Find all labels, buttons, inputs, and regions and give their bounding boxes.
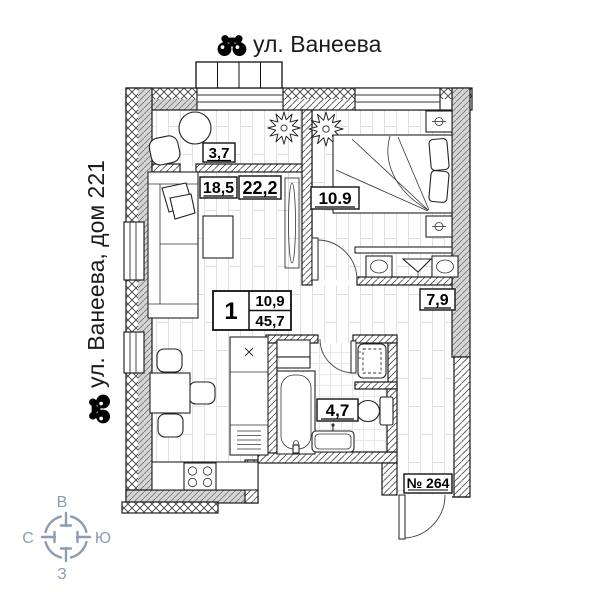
pillow [428, 138, 450, 171]
fridge [237, 430, 261, 450]
loggia-partition-left [151, 163, 181, 173]
living-window [123, 221, 145, 281]
compass-west-label: З [57, 566, 67, 583]
hallway-area-label: 7,9 [419, 288, 456, 311]
pillow [428, 170, 450, 203]
entry-left-wall [381, 462, 398, 496]
svg-text:22,2: 22,2 [242, 178, 277, 198]
chair [157, 413, 184, 438]
bottom-wall-kitchen [125, 489, 259, 504]
coffee-table [202, 215, 234, 259]
living-zone-area-label: 18,5 [199, 176, 238, 199]
furniture-bathroom [276, 339, 394, 455]
left-wall-insulation [126, 88, 138, 512]
wardrobe [284, 177, 300, 269]
bottom-wall-insulation [121, 501, 219, 514]
compass-tick-right [75, 530, 92, 544]
dressing-table [354, 246, 459, 278]
stove [183, 462, 217, 491]
kitchen-counter [151, 336, 269, 491]
binoculars-icon [89, 394, 110, 424]
svg-text:7,9: 7,9 [426, 292, 448, 309]
toilet [355, 396, 394, 426]
svg-text:10.9: 10.9 [318, 189, 351, 208]
rooms-count: 1 [224, 298, 237, 325]
compass-east-label: В [57, 494, 68, 511]
entrance-door [398, 494, 446, 540]
bedroom-hall-wall [356, 276, 453, 286]
doors [311, 237, 446, 540]
kitchen-window [123, 331, 145, 374]
side-street-label: ул. Ванеева, дом 221 [83, 160, 110, 424]
top-wall-left [126, 99, 197, 110]
sofa [147, 171, 199, 319]
svg-text:№ 264: № 264 [407, 475, 450, 491]
chair [156, 348, 183, 373]
compass-tick-bottom [59, 546, 73, 563]
loggia-window [196, 87, 284, 111]
top-street-label: ул. Ванеева [217, 31, 382, 57]
mirror-icon [401, 258, 433, 273]
unit-info-card: 1 10,9 45,7 [212, 290, 292, 331]
bedroom-window [354, 87, 441, 111]
bathroom-area-label: 4,7 [316, 398, 359, 422]
armchair [148, 135, 181, 166]
loggia-area-label: 3,7 [202, 142, 236, 163]
bathroom-door [319, 338, 357, 374]
dining-table-set [149, 348, 216, 438]
compass-north-label: С [22, 530, 34, 547]
bathtub [276, 370, 316, 455]
nightstand [425, 215, 453, 238]
compass-south-label: Ю [95, 530, 111, 547]
laundry-niche-bottom-wall [354, 381, 398, 390]
sink [311, 423, 355, 453]
svg-text:4,7: 4,7 [326, 401, 350, 420]
bedroom-area-label: 10.9 [310, 186, 360, 210]
top-wall-mid [283, 99, 355, 110]
living-area-value: 10,9 [255, 293, 284, 310]
nightstand [425, 110, 453, 133]
chair [188, 381, 216, 405]
right-wall-lower [453, 356, 471, 498]
stool [365, 255, 393, 278]
street-name-top: ул. Ванеева [253, 31, 382, 57]
street-name-side: ул. Ванеева, дом 221 [83, 160, 109, 388]
balcony-railing [195, 61, 283, 89]
loggia-partition-right [195, 163, 304, 173]
binoculars-icon [217, 35, 247, 56]
compass-rose: В Ю С З [22, 494, 111, 583]
kitchen-living-area-label: 22,2 [238, 175, 282, 200]
furniture-living [147, 171, 300, 491]
dining-table [149, 372, 191, 414]
washing-machine [357, 343, 387, 379]
apartment-number-plate: № 264 [403, 473, 453, 494]
total-area-value: 45,7 [255, 313, 284, 330]
room-area-labels: 3,7 18,5 22,2 10.9 7,9 4,7 [199, 142, 456, 422]
round-table [178, 111, 212, 145]
shelf-cabinet [276, 339, 311, 369]
right-wall-upper [451, 87, 471, 358]
stool [431, 255, 459, 278]
bathroom-top-wall-right [352, 334, 398, 344]
furniture-loggia [148, 111, 344, 166]
kitchen-sink-icon [244, 347, 254, 357]
bedroom-door [311, 237, 358, 281]
svg-text:3,7: 3,7 [209, 145, 230, 162]
svg-text:18,5: 18,5 [203, 180, 234, 197]
compass-tick-top [59, 511, 73, 528]
compass-tick-left [40, 530, 57, 544]
windows [123, 87, 441, 374]
mirror-panel [288, 182, 296, 264]
top-wall-insulation [126, 88, 472, 99]
